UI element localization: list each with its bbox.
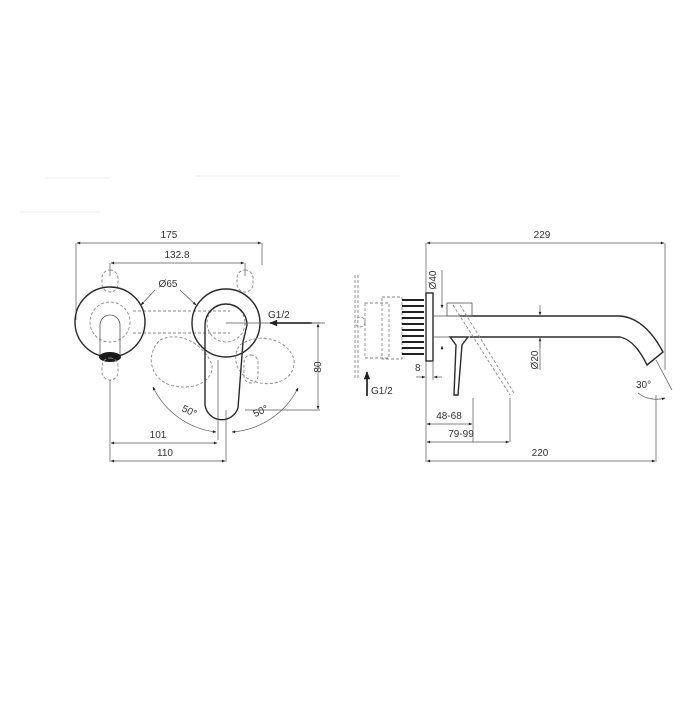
threaded-sleeve	[402, 299, 424, 355]
dim-79-99-label: 79-99	[448, 429, 474, 440]
dim-d20-label: Ø20	[530, 350, 541, 369]
dim-80-label: 80	[313, 361, 324, 373]
front-view: 175 132.8 Ø65	[74, 230, 325, 463]
dimension-overall-width: 175	[75, 230, 263, 320]
dim-48-68-label: 48-68	[436, 411, 462, 422]
inlet-g12-side-label: G1/2	[371, 386, 393, 397]
dimension-horizontal-offsets: 101 110	[110, 430, 226, 463]
dim-50-right-label: 50°	[252, 404, 270, 420]
dimension-flange-diameter: Ø40	[428, 270, 444, 350]
dim-132-8-label: 132.8	[164, 250, 189, 261]
dimension-outlet-angle: 30°	[636, 359, 673, 401]
dim-101-label: 101	[150, 430, 167, 441]
dim-30-label: 30°	[636, 380, 651, 391]
inlet-indicator-side: G1/2	[363, 371, 393, 397]
outlet-aerator	[99, 352, 121, 362]
dimension-rosette-diameter: Ø65	[140, 279, 197, 306]
dimension-spout-diameter: Ø20	[530, 305, 542, 370]
dimension-projections: 48-68 79-99 220	[426, 395, 657, 463]
mixer-body-front	[150, 269, 295, 462]
watermark	[20, 175, 400, 213]
dim-229-label: 229	[534, 230, 551, 241]
dim-d65-label: Ø65	[159, 279, 178, 290]
left-rosette	[74, 269, 230, 462]
dim-50-left-label: 50°	[180, 404, 198, 420]
dim-175-label: 175	[161, 230, 178, 241]
side-view: 229 Ø40	[354, 230, 673, 463]
inlet-g12-front-label: G1/2	[268, 310, 290, 321]
dimension-lever-rotation: 50° 50°	[152, 386, 299, 434]
spout	[433, 315, 664, 367]
dimension-flange-thickness: 8	[415, 362, 442, 380]
lever-side	[446, 302, 515, 396]
wall-flange	[425, 292, 434, 362]
dim-8-label: 8	[415, 363, 421, 374]
dim-220-label: 220	[532, 448, 549, 459]
concealed-body	[354, 275, 403, 378]
dim-110-label: 110	[157, 448, 173, 459]
dim-d40-label: Ø40	[428, 270, 439, 289]
dimension-fixing-centers: 132.8	[109, 250, 246, 276]
inlet-indicator-front: G1/2	[226, 310, 325, 327]
